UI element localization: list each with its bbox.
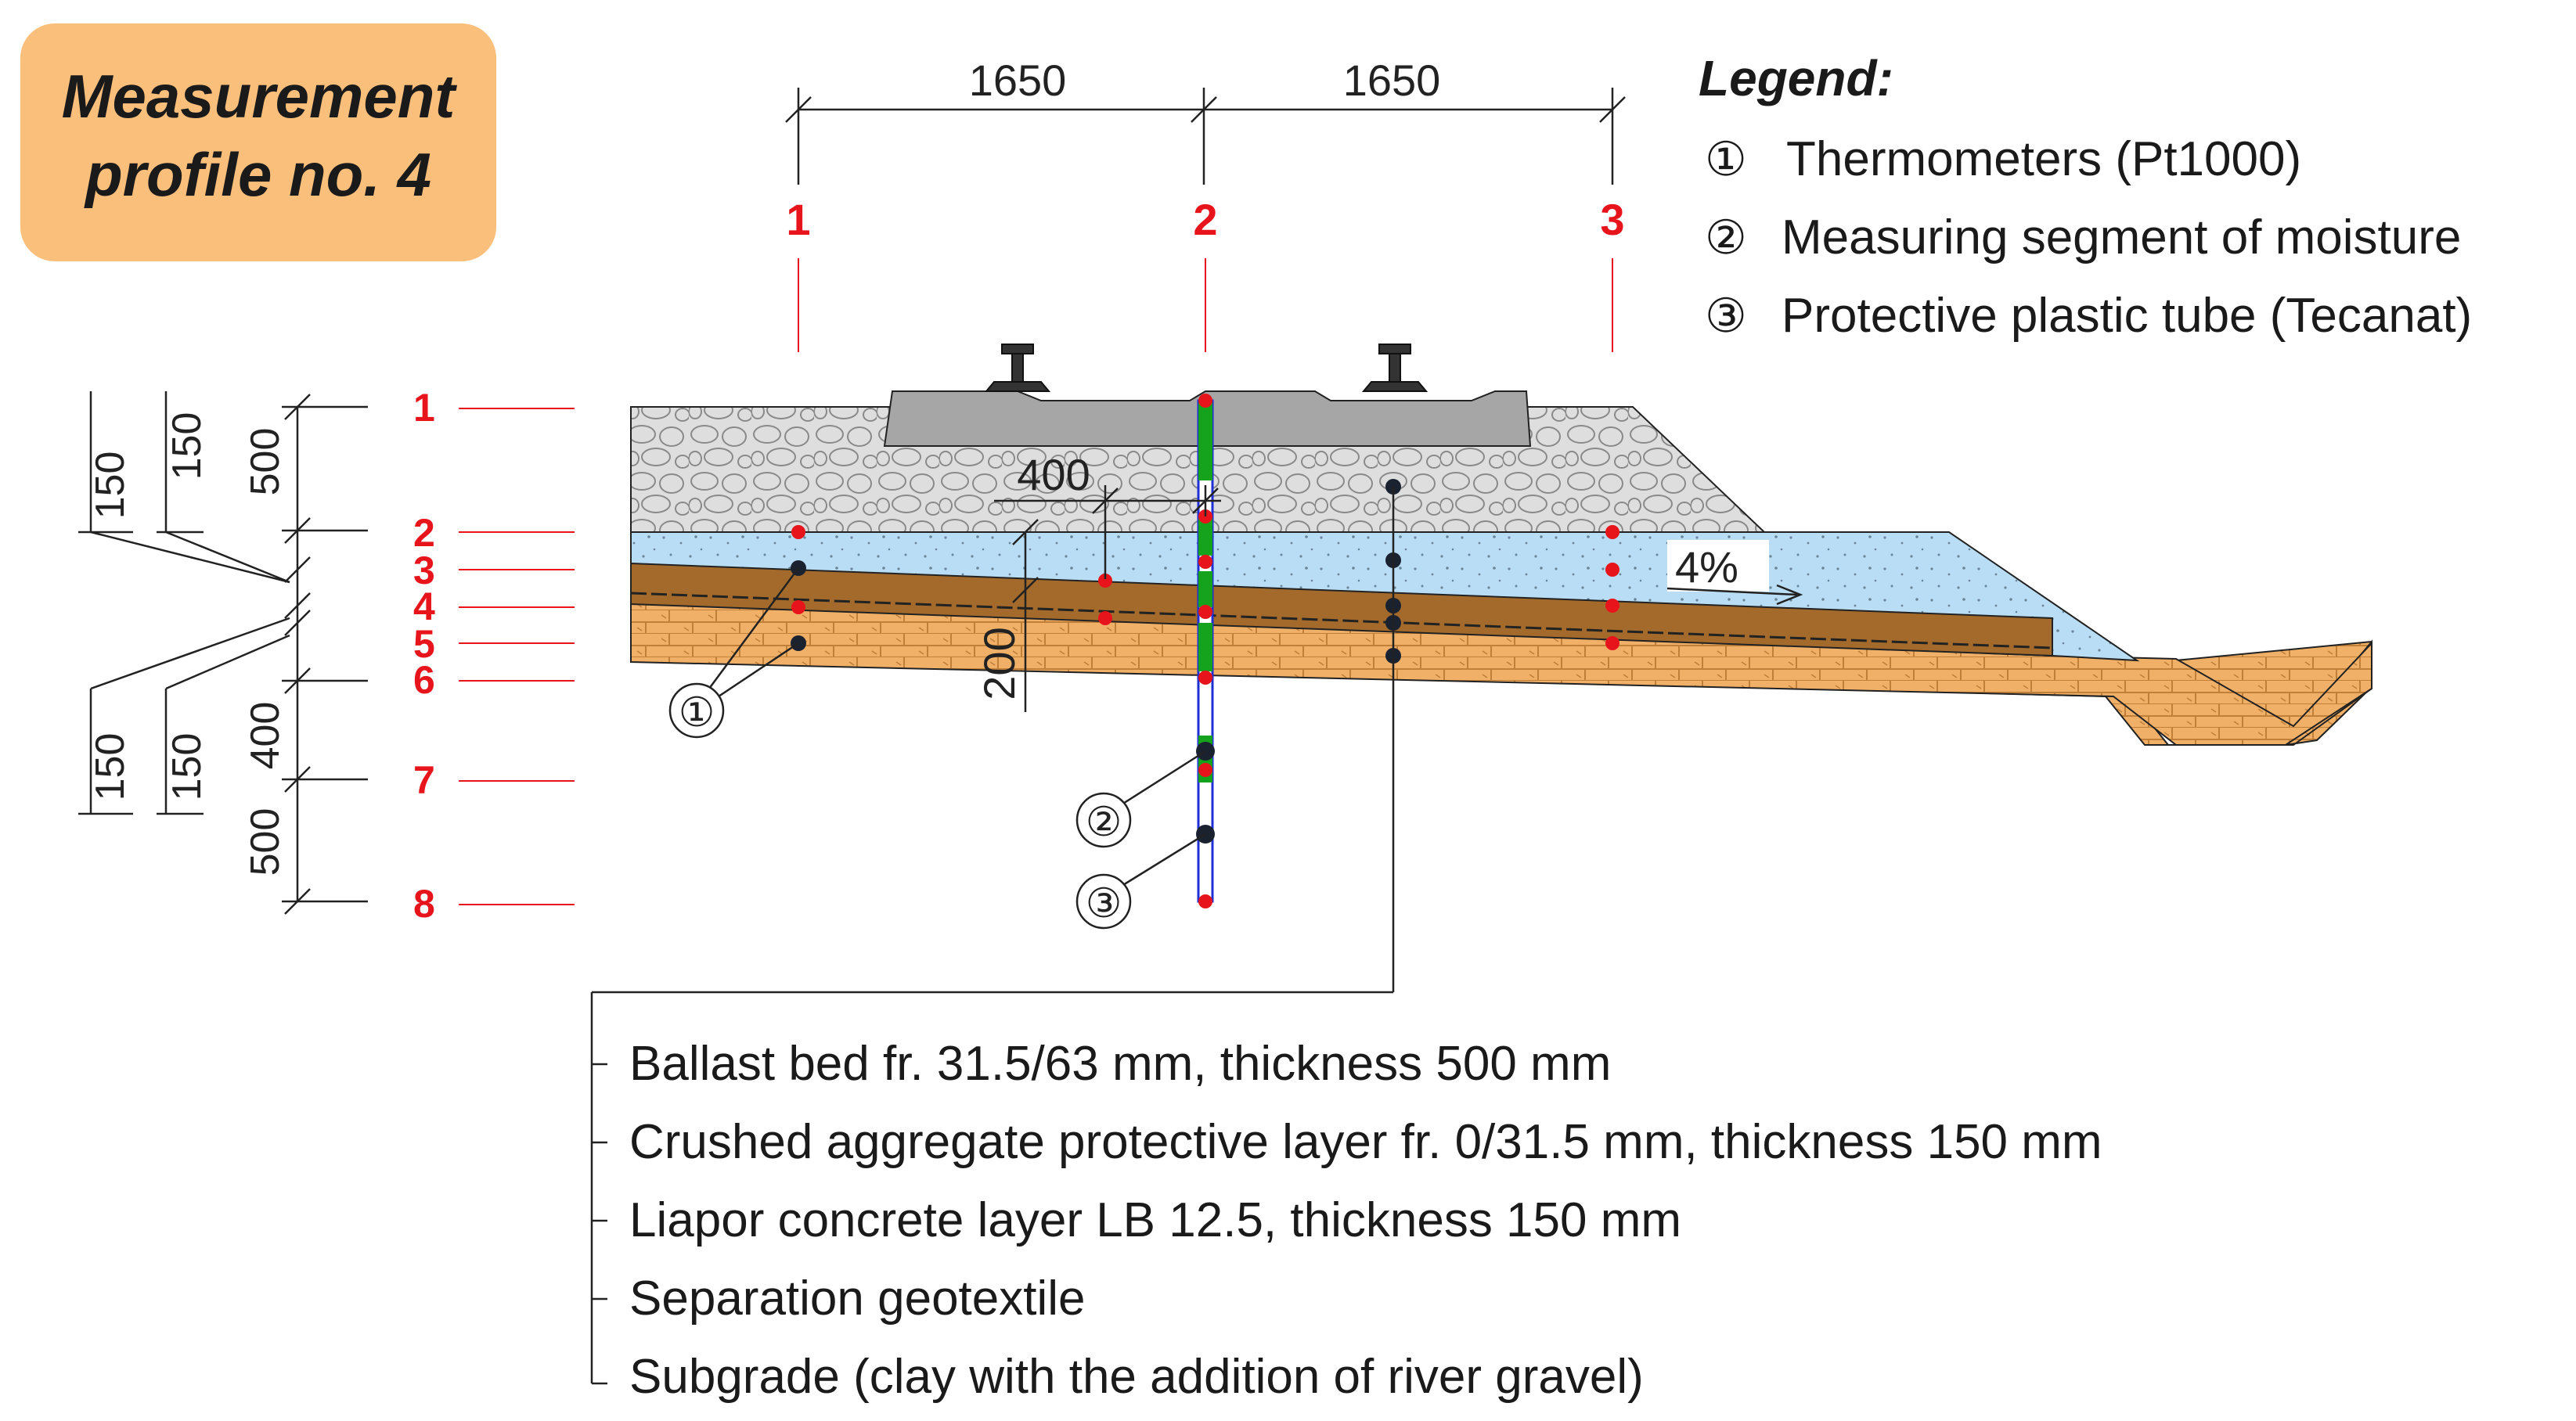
track-cross-section xyxy=(630,344,2372,746)
geotextile-line xyxy=(630,592,2053,649)
depth-label-1: 1 xyxy=(413,386,435,430)
top-dimension xyxy=(785,88,1626,185)
dim-upper-outer: 150 xyxy=(88,451,133,520)
depth-label-4: 4 xyxy=(413,585,435,628)
callout-1: ① xyxy=(679,690,715,736)
legend-marker-3: ③ xyxy=(1705,290,1747,342)
depth-label-6: 6 xyxy=(413,658,435,702)
layer-geotextile: Separation geotextile xyxy=(629,1272,1086,1326)
depth-guide-lines xyxy=(459,408,575,905)
layer-protective: Crushed aggregate protective layer fr. 0… xyxy=(629,1115,2102,1169)
dim-lower-middle: 150 xyxy=(164,733,210,801)
rail-left xyxy=(984,344,1051,392)
column-label-1: 1 xyxy=(786,195,810,244)
liapor-layer xyxy=(630,562,2053,657)
column-label-2: 2 xyxy=(1193,195,1217,244)
rail-right xyxy=(1361,344,1429,392)
thermometer-points xyxy=(791,394,1619,908)
depth-label-8: 8 xyxy=(413,882,435,926)
title-line-2: profile no. 4 xyxy=(84,140,431,209)
left-dimension-labels: 150 150 500 150 150 400 500 xyxy=(88,412,288,876)
left-depth-dimensions xyxy=(78,391,368,915)
dim-lower-outer: 150 xyxy=(88,733,133,801)
layer-leader xyxy=(590,487,1395,1385)
legend-marker-2: ② xyxy=(1705,211,1747,264)
moisture-tube xyxy=(1197,399,1214,903)
depth-label-group: 1 2 3 4 5 6 7 8 xyxy=(413,386,435,926)
top-dimension-right: 1650 xyxy=(1343,56,1441,105)
inner-dimensions xyxy=(994,485,1221,712)
inner-dimension-vertical: 200 xyxy=(975,627,1024,700)
dim-lower-inner-b: 500 xyxy=(243,808,288,876)
column-axis-lines xyxy=(798,258,1613,352)
inner-dimension-horizontal: 400 xyxy=(1017,450,1090,499)
callout-3: ③ xyxy=(1086,881,1122,926)
callout-2: ② xyxy=(1086,800,1122,845)
dim-upper-inner: 500 xyxy=(243,428,288,496)
slope-label: 4% xyxy=(1675,542,1738,592)
title-box: Measurement profile no. 4 xyxy=(20,23,496,261)
legend-marker-1: ① xyxy=(1705,133,1747,185)
title-line-1: Measurement xyxy=(62,62,458,131)
dim-upper-middle: 150 xyxy=(164,412,210,480)
legend: Legend: ① Thermometers (Pt1000) ② Measur… xyxy=(1699,50,2472,343)
legend-item-3: Protective plastic tube (Tecanat) xyxy=(1782,289,2472,343)
top-dimension-left: 1650 xyxy=(969,56,1067,105)
depth-label-5: 5 xyxy=(413,622,435,666)
layer-liapor: Liapor concrete layer LB 12.5, thickness… xyxy=(629,1193,1681,1247)
callouts xyxy=(668,567,1206,930)
depth-label-2: 2 xyxy=(413,511,435,555)
legend-heading: Legend: xyxy=(1699,50,1893,106)
layer-subgrade: Subgrade (clay with the addition of rive… xyxy=(629,1350,1644,1404)
legend-item-2: Measuring segment of moisture xyxy=(1782,210,2461,264)
legend-item-1: Thermometers (Pt1000) xyxy=(1786,132,2301,186)
dim-lower-inner-a: 400 xyxy=(243,702,288,770)
layer-ballast: Ballast bed fr. 31.5/63 mm, thickness 50… xyxy=(629,1037,1611,1091)
depth-label-7: 7 xyxy=(413,758,435,802)
column-label-3: 3 xyxy=(1600,195,1624,244)
layer-descriptions: Ballast bed fr. 31.5/63 mm, thickness 50… xyxy=(629,1037,2102,1404)
depth-label-3: 3 xyxy=(413,549,435,592)
slope-indicator: 4% xyxy=(1666,540,1803,606)
